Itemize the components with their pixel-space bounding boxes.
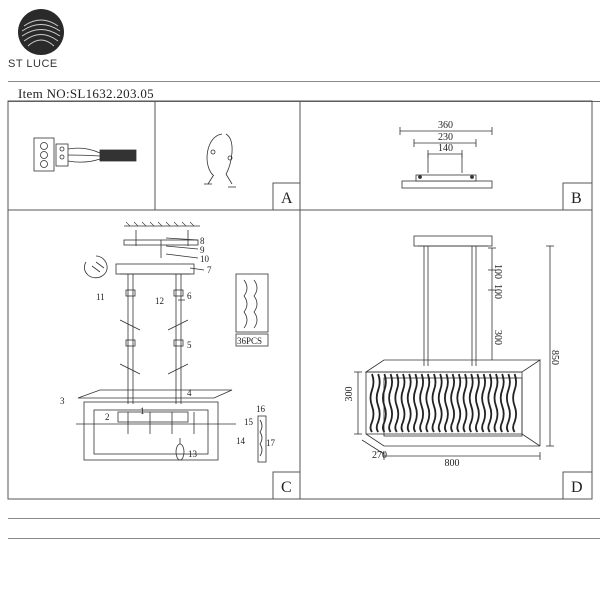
dim-canopy-360: 360 [438,120,453,131]
crystal-strand [468,373,474,433]
panel-label-b: B [571,190,582,207]
crystal-strand [406,373,412,433]
dim-canopy-230: 230 [438,132,453,143]
crystal-strand [437,373,443,433]
brand-logo [18,9,64,55]
part-6: 6 [187,291,192,301]
dim-rod-300: 300 [492,330,503,345]
dim-canopy-140: 140 [438,143,453,154]
assembly-drawing [76,221,269,463]
crystal-strand [444,373,449,433]
dim-rod-100b: 100 [492,284,503,299]
part-2: 2 [105,412,110,422]
crystal-strand [493,373,499,433]
part-12: 12 [155,296,164,306]
panel-label-a: A [281,190,293,207]
part-8: 8 [200,236,205,246]
crystal-strand [425,373,431,433]
crystal-strand [462,373,468,433]
dim-rod-100a: 100 [492,264,503,279]
item-number: Item NO:SL1632.203.05 [18,86,154,101]
dim-shade-300: 300 [344,387,355,402]
crystal-strand [487,373,493,433]
ground-wire-drawing [204,133,236,188]
crystal-count: 36PCS [237,336,262,346]
crystal-strand [456,373,462,433]
panel-label-d: D [571,479,583,496]
part-14: 14 [236,436,246,446]
part-17: 17 [266,438,276,448]
footer-divider [8,538,600,539]
crystal-strand [400,373,406,433]
part-3: 3 [60,396,65,406]
crystal-strand [394,373,400,433]
part-7: 7 [207,265,212,275]
dimension-texts-d: 100 100 300 850 300 270 800 [344,264,560,469]
part-1: 1 [140,406,145,416]
crystal-strand [419,373,424,433]
part-10: 10 [200,254,210,264]
crystal-strand [506,373,511,433]
crystal-strand [382,373,387,433]
crystal-strand [481,373,486,433]
dim-depth-270: 270 [372,450,387,461]
part-4: 4 [187,388,192,398]
part-5: 5 [187,340,192,350]
panel-label-c: C [281,479,292,496]
crystal-strand [413,373,418,433]
dim-width-800: 800 [445,458,460,469]
fixture-dimensions-drawing [354,235,554,460]
part-15: 15 [244,417,254,427]
part-16: 16 [256,404,266,414]
crystal-strand [475,373,480,433]
bottom-divider [8,518,600,519]
crystal-strand [369,373,375,433]
crystal-strand [388,373,393,433]
part-11: 11 [96,292,105,302]
crystal-strands [369,373,517,433]
canopy-dimensions-drawing [399,127,493,189]
terminal-block-drawing [33,137,137,172]
crystal-strand [431,373,437,433]
crystal-strand [450,373,455,433]
part-13: 13 [188,449,198,459]
crystal-strand [375,373,381,433]
dim-total-850: 850 [549,350,560,365]
brand-name: ST LUCE [8,58,58,70]
part-9: 9 [200,245,205,255]
crystal-strand [499,373,505,433]
top-divider [8,81,600,82]
crystal-strand [512,373,517,433]
